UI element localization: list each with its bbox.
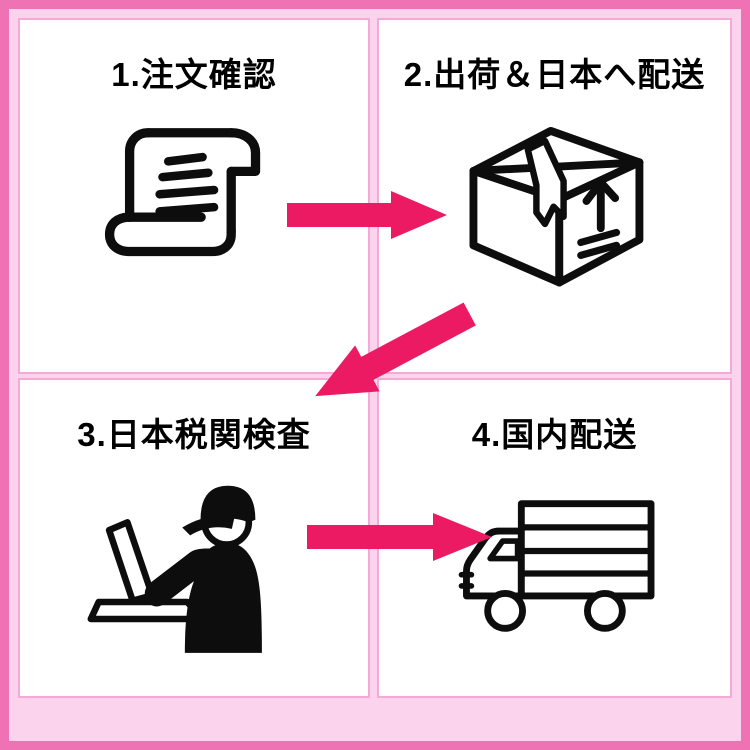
step-panel-customs-inspection: 3.日本税関検査 [18, 378, 370, 698]
step-panel-ship-to-japan: 2.出荷＆日本へ配送 [377, 18, 732, 374]
step-2-title: 2.出荷＆日本へ配送 [403, 56, 706, 93]
step-panel-order-confirmation: 1.注文確認 [18, 18, 370, 374]
step-3-title: 3.日本税関検査 [77, 416, 311, 453]
customs-officer-icon [87, 485, 262, 653]
arrow-step2-to-step3 [315, 302, 476, 397]
step-panel-domestic-delivery: 4.国内配送 [377, 378, 732, 698]
step-4-title: 4.国内配送 [471, 416, 638, 453]
shipping-box-icon [469, 126, 643, 287]
arrow-step3-to-step4 [307, 513, 492, 561]
arrow-step1-to-step2 [287, 191, 447, 239]
scroll-document-icon [104, 128, 261, 257]
delivery-truck-icon [458, 500, 654, 632]
step-1-title: 1.注文確認 [111, 56, 277, 93]
